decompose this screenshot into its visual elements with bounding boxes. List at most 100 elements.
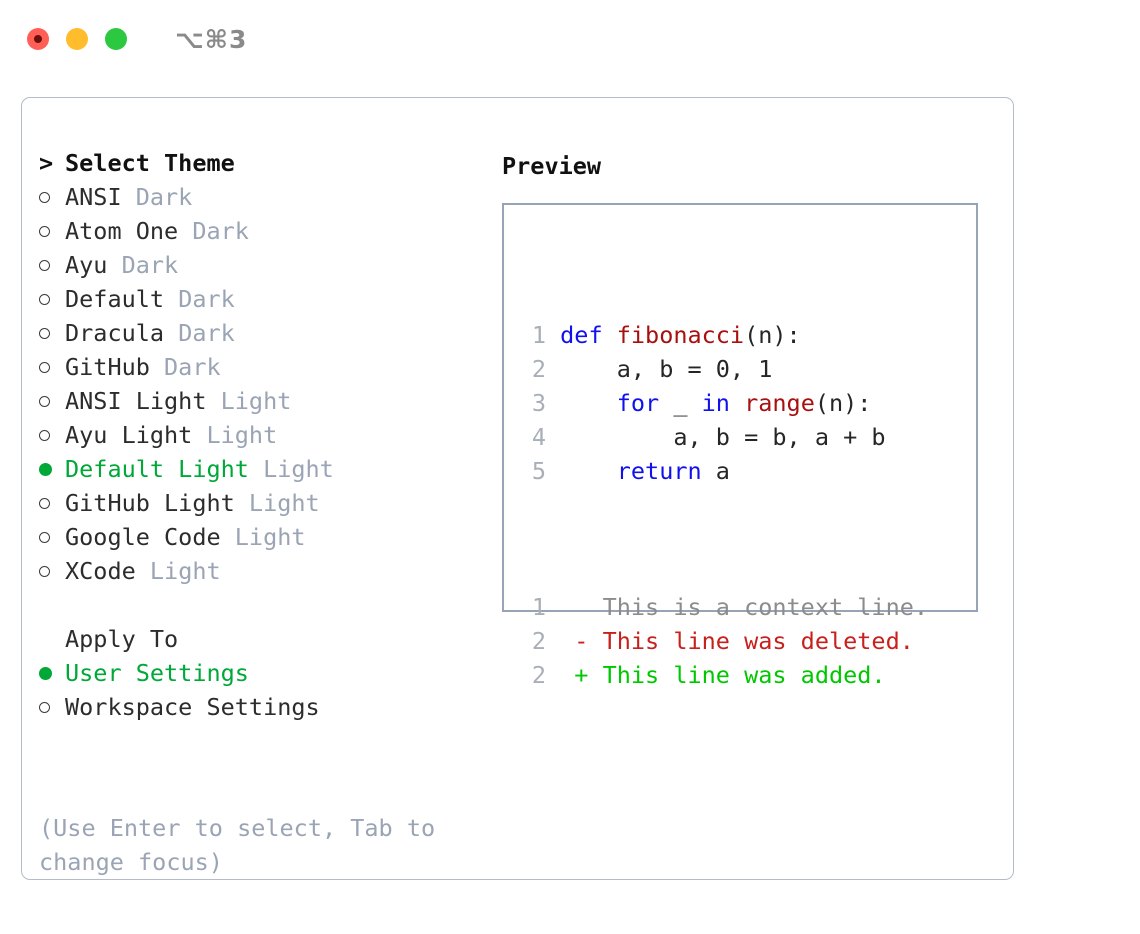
diff-sign [546,593,588,621]
code-token [560,457,617,485]
theme-variant-label: Light [135,557,221,585]
radio-unselected-icon[interactable] [39,322,65,346]
theme-list-item[interactable]: Atom One Dark [39,217,499,251]
diff-lines: 1 This is a context line.2 - This line w… [522,590,928,692]
theme-list-item[interactable]: ANSI Dark [39,183,499,217]
theme-list-item[interactable]: Google Code Light [39,523,499,557]
code-token: def [560,321,617,349]
code-token: fibonacci [616,321,745,349]
line-number: 2 [531,627,546,655]
diff-text: This is a context line. [588,593,929,621]
radio-dot [39,225,50,237]
radio-selected-icon[interactable] [39,458,65,482]
section-spacer [39,591,499,625]
theme-variant-label: Light [206,387,292,415]
keyboard-hint-line-1: (Use Enter to select, Tab to [39,814,436,842]
radio-dot [39,531,50,543]
theme-list-item[interactable]: GitHub Dark [39,353,499,387]
radio-dot [39,701,50,713]
theme-list-item[interactable]: Ayu Light Light [39,421,499,455]
code-token: (n): [744,321,801,349]
code-token: (n): [814,389,872,417]
theme-name: XCode [65,557,136,585]
code-line: 5 return a [522,454,928,488]
theme-name: Atom One [65,217,179,245]
apply-to-header-label: Apply To [65,625,179,653]
radio-unselected-icon[interactable] [39,526,65,550]
radio-unselected-icon[interactable] [39,492,65,516]
radio-selected-icon[interactable] [39,662,65,686]
theme-name: Google Code [65,523,221,551]
theme-variant-label: Light [220,523,306,551]
theme-name: GitHub [65,353,150,381]
radio-unselected-icon[interactable] [39,560,65,584]
theme-list-item[interactable]: ANSI Light Light [39,387,499,421]
gutter-gap [546,389,560,417]
radio-dot [39,395,50,407]
theme-list-item[interactable]: Dracula Dark [39,319,499,353]
radio-unselected-icon[interactable] [39,186,65,210]
title-bar: ⌥⌘3 [0,0,1140,78]
apply-to-option[interactable]: Workspace Settings [39,693,499,727]
gutter-gap [546,321,560,349]
radio-dot [39,361,50,373]
maximize-window-button[interactable] [105,28,127,50]
code-token: _ [659,389,702,417]
radio-dot [39,666,52,680]
code-token: a, b = 0, 1 [560,355,773,383]
theme-variant-label: Dark [121,183,193,211]
radio-unselected-icon[interactable] [39,390,65,414]
diff-line: 2 + This line was added. [522,658,928,692]
gutter-gap [546,423,560,451]
theme-list-item[interactable]: Ayu Dark [39,251,499,285]
radio-dot [39,497,50,509]
code-token [560,389,617,417]
theme-list-item[interactable]: GitHub Light Light [39,489,499,523]
theme-name: Default Light [65,455,249,483]
theme-list-item[interactable]: Default Dark [39,285,499,319]
radio-dot [39,565,50,577]
minimize-window-button[interactable] [66,28,88,50]
code-token: for [616,389,660,417]
radio-dot [39,191,50,203]
theme-variant-label: Dark [164,285,235,313]
prompt-caret-icon: > [39,149,54,177]
radio-dot [39,429,50,441]
radio-unselected-icon[interactable] [39,424,65,448]
close-window-button[interactable] [27,28,49,50]
diff-text: This line was added. [588,661,886,689]
diff-line: 2 - This line was deleted. [522,624,928,658]
apply-to-option-label: Workspace Settings [65,693,320,721]
apply-to-option-label: User Settings [65,659,249,687]
apply-to-option[interactable]: User Settings [39,659,499,693]
radio-unselected-icon[interactable] [39,356,65,380]
code-token: a [701,457,730,485]
theme-variant-label: Light [248,455,334,483]
code-line: 2 a, b = 0, 1 [522,352,928,386]
radio-unselected-icon[interactable] [39,220,65,244]
line-number: 4 [531,423,546,451]
radio-unselected-icon[interactable] [39,288,65,312]
line-number: 2 [531,661,546,689]
theme-variant-label: Light [192,421,278,449]
window-shortcut-label: ⌥⌘3 [175,24,248,54]
radio-unselected-icon[interactable] [39,696,65,720]
apply-to-header: Apply To [39,625,499,659]
theme-name: ANSI [65,183,122,211]
apply-to-header-marker [39,628,65,652]
radio-dot [39,462,52,476]
theme-list-item[interactable]: Default Light Light [39,455,499,489]
preview-panel: Preview 1 def fibonacci(n):2 a, b = 0, 1… [502,149,997,689]
theme-name: Dracula [65,319,165,347]
radio-unselected-icon[interactable] [39,254,65,278]
diff-line: 1 This is a context line. [522,590,928,624]
theme-variant-label: Dark [107,251,179,279]
line-number: 5 [531,457,546,485]
theme-list-item[interactable]: XCode Light [39,557,499,591]
select-theme-header-label: Select Theme [65,149,235,177]
